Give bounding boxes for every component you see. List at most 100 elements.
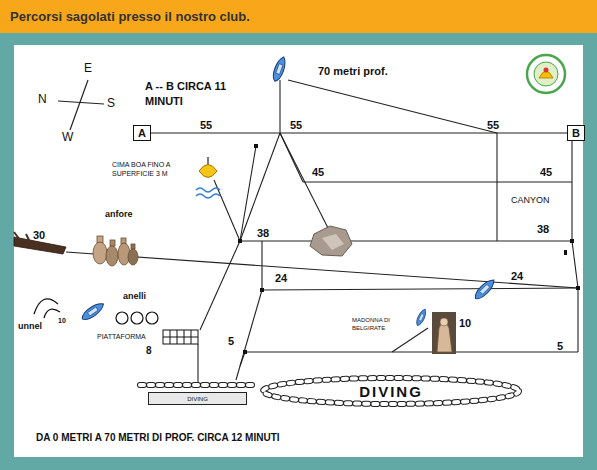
depth-number: 45 bbox=[540, 167, 552, 178]
boat-icon bbox=[472, 277, 497, 302]
junction-mark bbox=[564, 250, 567, 255]
depth-number: 8 bbox=[146, 346, 152, 356]
junction-marks bbox=[238, 144, 580, 354]
tunnel-arch bbox=[44, 309, 60, 318]
depth-number: 38 bbox=[537, 224, 549, 235]
ring bbox=[131, 312, 143, 324]
amphorae bbox=[93, 236, 138, 266]
guide-line bbox=[197, 344, 198, 386]
node-text: DIVING bbox=[359, 384, 423, 399]
pebble-outline bbox=[140, 382, 256, 388]
platform-outline bbox=[163, 330, 198, 344]
depth-number: 10 bbox=[459, 318, 471, 329]
pebble-fill bbox=[140, 383, 256, 387]
boat-icon bbox=[80, 300, 106, 322]
compass-letter: S bbox=[107, 97, 115, 109]
statue-photo bbox=[432, 312, 456, 354]
amphora-body bbox=[106, 246, 118, 266]
guide-line bbox=[280, 133, 328, 228]
place-name: anelli bbox=[123, 292, 146, 301]
logo-dot bbox=[544, 68, 549, 73]
ring bbox=[116, 312, 128, 324]
guide-line bbox=[496, 133, 497, 241]
rings bbox=[116, 312, 158, 324]
node-text: DIVING bbox=[187, 396, 208, 402]
guide-line bbox=[240, 133, 280, 241]
buoy-note: CIMA BOA FINO A SUPERFICIE 3 M bbox=[112, 160, 180, 179]
junction-mark bbox=[243, 350, 247, 354]
logo-core bbox=[534, 62, 558, 86]
depth-note: 70 metri prof. bbox=[318, 66, 388, 77]
buoy-pole bbox=[207, 157, 208, 165]
statue-body bbox=[437, 322, 452, 352]
guide-line bbox=[392, 328, 428, 352]
junction-mark bbox=[254, 144, 258, 148]
junction-mark bbox=[238, 239, 242, 243]
buoy bbox=[196, 157, 220, 198]
logo-ring bbox=[527, 55, 565, 93]
amphora-body bbox=[128, 249, 138, 265]
depth-number: 55 bbox=[487, 120, 499, 131]
amphora-neck bbox=[131, 244, 135, 249]
depth-number: 5 bbox=[228, 336, 234, 347]
junction-mark bbox=[570, 239, 574, 243]
pebble-outline bbox=[263, 378, 519, 404]
wreck-spar bbox=[14, 232, 30, 242]
compass bbox=[58, 80, 104, 130]
guide-lines bbox=[66, 80, 578, 386]
page-title: Percorsi sagolati presso il nostro club. bbox=[10, 10, 250, 23]
compass-letter: W bbox=[62, 131, 73, 143]
guide-line bbox=[66, 252, 578, 288]
depth-number: 24 bbox=[511, 271, 523, 282]
compass-line bbox=[58, 101, 104, 104]
guide-line bbox=[262, 288, 578, 290]
guide-line bbox=[236, 290, 262, 380]
compass-letter: E bbox=[84, 62, 92, 74]
route-time-note: A -- B CIRCA 11 MINUTI bbox=[145, 79, 245, 109]
place-name: CANYON bbox=[511, 196, 550, 205]
boat-icon bbox=[271, 55, 288, 83]
guide-line bbox=[245, 351, 578, 352]
node-text: A bbox=[138, 128, 146, 139]
node-text: B bbox=[572, 128, 580, 139]
wave-line bbox=[196, 188, 220, 192]
guide-line bbox=[240, 352, 245, 366]
depth-number: 38 bbox=[257, 228, 269, 239]
grid-line bbox=[163, 337, 198, 338]
place-name: MADONNA DI BELGIRATE bbox=[352, 316, 400, 332]
guide-line bbox=[279, 80, 280, 133]
amphora-neck bbox=[110, 240, 115, 246]
statue-head bbox=[440, 318, 448, 326]
depth-number: 10 bbox=[58, 317, 66, 324]
depth-number: 55 bbox=[200, 120, 212, 131]
guide-line bbox=[240, 146, 256, 241]
header-bar: Percorsi sagolati presso il nostro club. bbox=[0, 0, 597, 33]
compass-letter: N bbox=[38, 93, 47, 105]
rock-shape bbox=[310, 226, 352, 256]
tunnel-arch bbox=[34, 299, 58, 314]
buoy-body bbox=[199, 165, 217, 178]
compass-line bbox=[70, 80, 88, 130]
ring bbox=[146, 312, 158, 324]
diving-base-box: DIVING bbox=[148, 392, 247, 405]
route-line bbox=[151, 132, 567, 133]
boat-icon bbox=[415, 308, 428, 327]
guide-line bbox=[288, 80, 497, 133]
place-name: PIATTAFORMA bbox=[97, 333, 146, 340]
pebble-fill bbox=[263, 378, 519, 404]
pebble-row bbox=[140, 385, 256, 386]
club-logo bbox=[527, 55, 565, 93]
depth-number: 5 bbox=[557, 341, 563, 352]
depth-number: 55 bbox=[290, 120, 302, 131]
guide-line bbox=[200, 241, 240, 330]
route-time-note: DA 0 METRI A 70 METRI DI PROF. CIRCA 12 … bbox=[36, 433, 280, 443]
junction-mark bbox=[260, 288, 264, 292]
guide-line bbox=[571, 140, 572, 241]
place-name: anfore bbox=[105, 210, 133, 219]
wave-line bbox=[196, 194, 220, 198]
guide-line bbox=[572, 241, 578, 288]
endpoint-box: A bbox=[133, 125, 151, 141]
junction-mark bbox=[576, 286, 580, 290]
depth-number: 24 bbox=[275, 273, 287, 284]
